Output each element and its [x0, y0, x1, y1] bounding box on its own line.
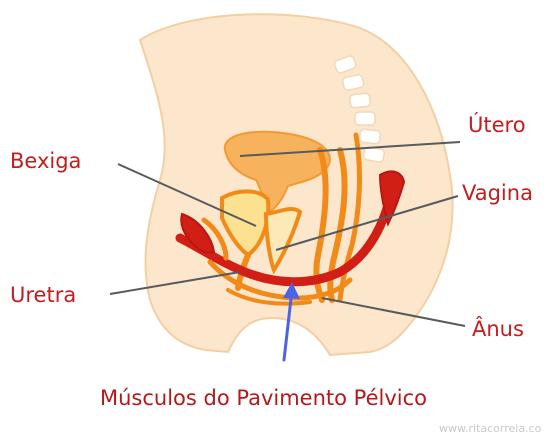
label-utero: Útero [468, 112, 526, 137]
label-vagina: Vagina [462, 181, 533, 205]
label-bexiga: Bexiga [10, 149, 81, 173]
watermark: www.ritacorreia.co [439, 422, 542, 435]
label-anus: Ânus [472, 316, 524, 341]
caption: Músculos do Pavimento Pélvico [100, 386, 427, 410]
label-uretra: Uretra [10, 283, 76, 307]
